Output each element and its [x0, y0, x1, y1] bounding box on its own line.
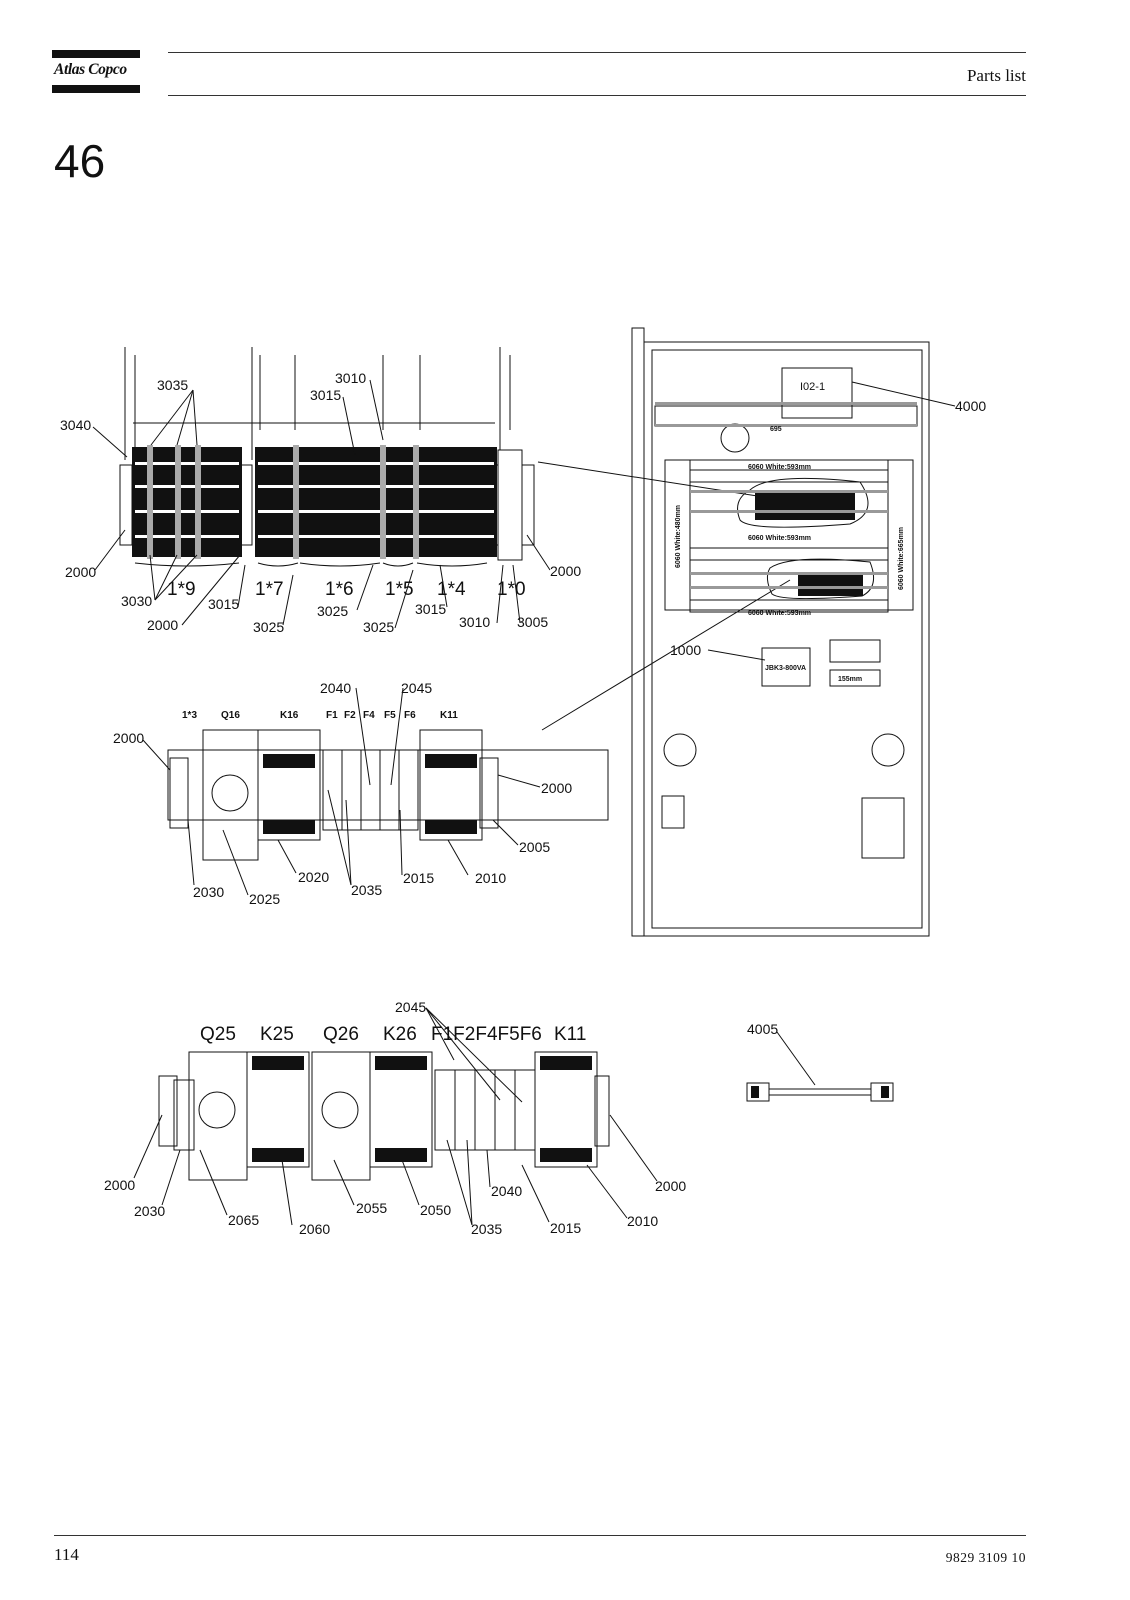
tag-k26: K26	[383, 1024, 417, 1045]
dimension-label: 155mm	[838, 676, 862, 683]
callout-3025-a: 3025	[253, 619, 284, 635]
callout-3025-c: 3025	[363, 619, 394, 635]
callout-2020: 2020	[298, 869, 329, 885]
callout-4005: 4005	[747, 1021, 778, 1037]
io-module-label: I02-1	[800, 381, 825, 393]
tag-f1: F1	[326, 710, 338, 721]
rail-right-label: 6060 White:665mm	[898, 527, 905, 590]
callout-3010-b: 3010	[459, 614, 490, 630]
callout-3015: 3015	[310, 387, 341, 403]
tag-f2: F2	[344, 710, 356, 721]
cable-diagram: 4005	[746, 1021, 894, 1102]
callout-2000-right: 2000	[541, 780, 572, 796]
callout-2040: 2040	[320, 680, 351, 696]
callout-2000-bottom: 2000	[147, 617, 178, 633]
tag-k16: K16	[280, 710, 299, 721]
callout-2045: 2045	[395, 999, 426, 1015]
callout-4000: 4000	[955, 398, 986, 414]
group-label-6: 1*0	[497, 579, 526, 600]
group-label-3: 1*6	[325, 579, 354, 600]
group-label-5: 1*4	[437, 579, 466, 600]
callout-2030: 2030	[134, 1203, 165, 1219]
group-label-1: 1*9	[167, 579, 196, 600]
panel-b-diagram: Q25 K25 Q26 K26 F1F2F4F5F6 K11 2045 2000…	[104, 999, 686, 1237]
header-rule-top	[168, 52, 1026, 53]
rail-left-label: 6060 White:480mm	[675, 505, 682, 568]
callout-2035: 2035	[351, 882, 382, 898]
callout-2005: 2005	[519, 839, 550, 855]
callout-2015: 2015	[403, 870, 434, 886]
header-title: Parts list	[966, 66, 1026, 85]
callout-3015-b: 3015	[415, 601, 446, 617]
rail-mid-label: 6060 White:593mm	[748, 535, 811, 542]
cabinet-layout-diagram: I02-1 4000 695 6060 White:593mm 6060 Whi…	[631, 327, 986, 937]
callout-2040: 2040	[491, 1183, 522, 1199]
footer-rule	[54, 1535, 1026, 1536]
page-number: 114	[54, 1545, 79, 1564]
transformer-label: JBK3-800VA	[765, 665, 806, 672]
callout-2055: 2055	[356, 1200, 387, 1216]
callout-3025-b: 3025	[317, 603, 348, 619]
tag-f6: F6	[404, 710, 416, 721]
callout-2000-left: 2000	[65, 564, 96, 580]
callout-2030: 2030	[193, 884, 224, 900]
callout-3015-a: 3015	[208, 596, 239, 612]
callout-2000-right: 2000	[655, 1178, 686, 1194]
callout-2000-left: 2000	[104, 1177, 135, 1193]
callout-2010: 2010	[627, 1213, 658, 1229]
callout-2000-left: 2000	[113, 730, 144, 746]
callout-3035: 3035	[157, 377, 188, 393]
rail-bot-label: 6060 White:593mm	[748, 610, 811, 617]
callout-2035: 2035	[471, 1221, 502, 1237]
panel-a-diagram: 1*3 Q16 K16 F1 F2 F4 F5 F6 K11 2040 2045…	[113, 680, 609, 907]
callout-1000: 1000	[670, 642, 701, 658]
section-number: 46	[54, 135, 106, 187]
tag-f5: F5	[384, 710, 396, 721]
io-module-box	[781, 367, 853, 419]
callout-2000-right: 2000	[550, 563, 581, 579]
logo-wordmark: Atlas Copco	[54, 61, 127, 78]
tag-k11: K11	[440, 710, 458, 721]
atlas-copco-logo: Atlas Copco	[52, 50, 140, 93]
callout-3030: 3030	[121, 593, 152, 609]
rail-top-label: 6060 White:593mm	[748, 464, 811, 471]
callout-3010: 3010	[335, 370, 366, 386]
cabinet-text-695: 695	[770, 426, 782, 433]
group-label-2: 1*7	[255, 579, 284, 600]
logo-bar-top	[52, 50, 140, 58]
terminal-strip-diagram: 1*9 1*7 1*6 1*5 1*4 1*0 3040 3035 3010 3…	[60, 347, 581, 635]
tag-k11: K11	[554, 1024, 586, 1045]
callout-2060: 2060	[299, 1221, 330, 1237]
callout-2025: 2025	[249, 891, 280, 907]
header-rule-bottom	[168, 95, 1026, 96]
tag-q16: Q16	[221, 710, 240, 721]
tag-q25: Q25	[200, 1024, 236, 1045]
tag-q26: Q26	[323, 1024, 359, 1045]
callout-2015: 2015	[550, 1220, 581, 1236]
callout-2045: 2045	[401, 680, 432, 696]
tag-1-3: 1*3	[182, 710, 197, 721]
callout-3005: 3005	[517, 614, 548, 630]
document-number: 9829 3109 10	[945, 1550, 1026, 1565]
tag-k25: K25	[260, 1024, 294, 1045]
tag-f4: F4	[363, 710, 375, 721]
callout-2010: 2010	[475, 870, 506, 886]
logo-bar-bottom	[52, 85, 140, 93]
callout-2050: 2050	[420, 1202, 451, 1218]
group-label-4: 1*5	[385, 579, 414, 600]
callout-2065: 2065	[228, 1212, 259, 1228]
callout-3040: 3040	[60, 417, 91, 433]
